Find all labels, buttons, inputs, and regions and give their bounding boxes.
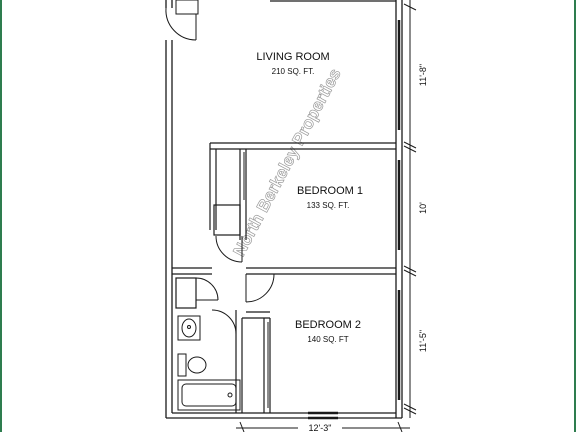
entry-door [165,0,199,41]
living-room-name: LIVING ROOM [256,51,329,63]
exterior-walls [165,0,403,420]
bedroom-2-name: BEDROOM 2 [295,319,361,331]
living-room-area: 210 SQ. FT. [272,67,315,76]
toilet-tank [177,353,187,377]
bedroom-1-name: BEDROOM 1 [297,185,363,197]
sink [177,315,201,341]
dimension-label-backdrop [298,422,342,432]
bedroom-1-area: 133 SQ. FT. [307,201,350,210]
dimension-bedroom-1: 10' [418,202,428,214]
dimension-living-room: 11'-8" [418,64,428,86]
closet-shelving [243,152,269,408]
dimension-overall-width: 12'-3" [309,423,332,432]
vertical-dimension-line [403,0,417,418]
watermark-text: North Berkeley Properties [230,65,345,259]
bathtub [177,379,241,411]
bedroom-2-area: 140 SQ. FT [307,335,348,344]
dimension-bedroom-2: 11'-5" [418,330,428,352]
interior-doors [195,235,275,335]
bathroom-fixtures [177,315,241,411]
toilet-bowl [187,356,207,374]
